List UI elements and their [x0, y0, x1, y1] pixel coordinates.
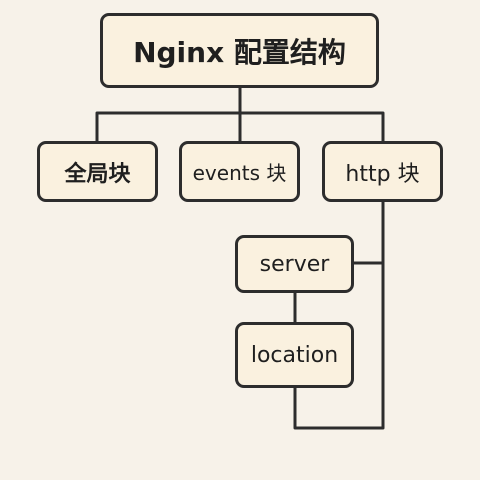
node-location: location	[235, 322, 354, 388]
node-http-block: http 块	[322, 141, 443, 202]
node-global-block: 全局块	[37, 141, 158, 202]
node-events-block: events 块	[179, 141, 300, 202]
location-http-return-connector	[293, 263, 385, 430]
node-server: server	[235, 235, 354, 293]
root-node-nginx-config: Nginx 配置结构	[100, 13, 379, 88]
http-server-connector	[354, 202, 385, 265]
